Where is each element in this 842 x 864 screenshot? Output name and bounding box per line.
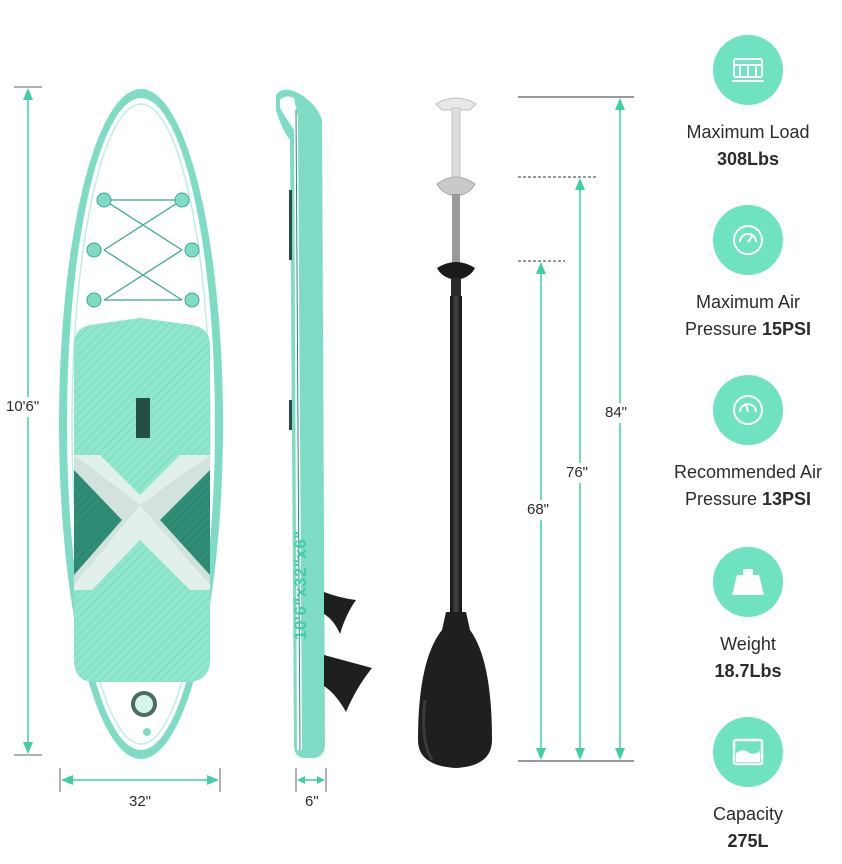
thickness-dimension — [295, 768, 327, 792]
thickness-label: 6" — [303, 792, 321, 812]
load-icon — [713, 35, 783, 105]
spec-label: Capacity — [712, 804, 784, 824]
board-size-print: 10'6"x32"x6" — [291, 530, 310, 640]
spec-value: 275L — [727, 831, 769, 851]
paddle-mid-label: 76" — [564, 463, 591, 483]
paddle-min-label: 68" — [525, 500, 552, 520]
length-label: 10'6" — [4, 397, 42, 417]
gauge-icon — [713, 205, 783, 275]
spec-value: 18.7Lbs — [714, 661, 782, 681]
capacity-icon — [713, 717, 783, 787]
board-side-view — [276, 89, 372, 759]
length-dimension — [14, 86, 42, 756]
paddle-dimensions — [518, 96, 634, 762]
spec-label: Maximum Load — [686, 122, 810, 142]
width-dimension — [59, 768, 221, 792]
spec-label: Weight — [720, 634, 776, 654]
spec-label: Recommended Air — [673, 462, 823, 482]
gauge-icon — [713, 375, 783, 445]
spec-label-line2: Pressure — [684, 319, 757, 339]
paddle-max-label: 84" — [603, 403, 630, 423]
board-top-view — [59, 89, 223, 759]
spec-label-line2: Pressure — [684, 489, 757, 509]
paddle — [418, 97, 492, 768]
spec-value: 13PSI — [762, 489, 812, 509]
spec-weight: Weight 18.7Lbs — [654, 547, 842, 685]
spec-value: 15PSI — [762, 319, 812, 339]
width-label: 32" — [127, 792, 154, 812]
weight-icon — [713, 547, 783, 617]
spec-capacity: Capacity 275L — [654, 717, 842, 855]
spec-maximum-load: Maximum Load 308Lbs — [654, 35, 842, 173]
spec-value: 308Lbs — [716, 149, 780, 169]
spec-label: Maximum Air — [695, 292, 800, 312]
